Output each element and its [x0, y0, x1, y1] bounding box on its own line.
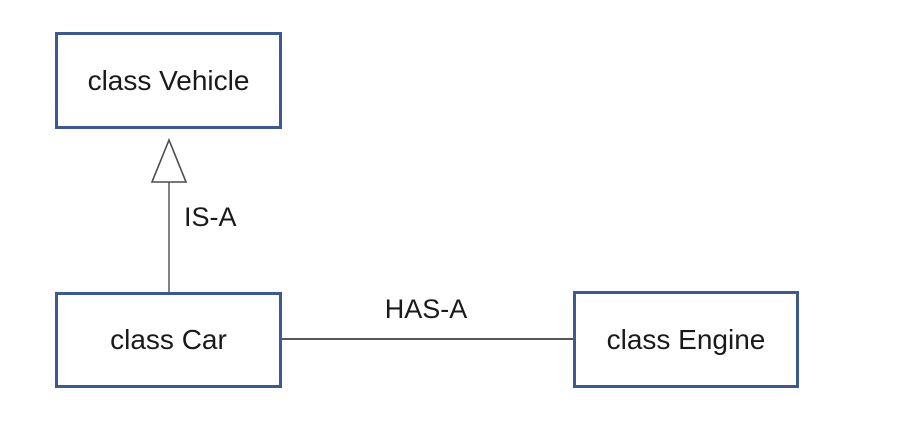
class-box-vehicle-label: class Vehicle	[87, 64, 250, 96]
inheritance-connector	[150, 137, 188, 292]
class-box-engine-label: class Engine	[606, 323, 766, 355]
is-a-edge-label: IS-A	[184, 202, 237, 232]
class-box-engine: class Engine	[573, 291, 799, 388]
class-box-car-label: class Car	[110, 324, 227, 355]
class-box-car: class Car	[55, 292, 282, 388]
hollow-triangle-arrowhead-icon	[150, 137, 188, 183]
class-box-vehicle: class Vehicle	[55, 32, 282, 129]
has-a-edge-label: HAS-A	[384, 294, 468, 324]
